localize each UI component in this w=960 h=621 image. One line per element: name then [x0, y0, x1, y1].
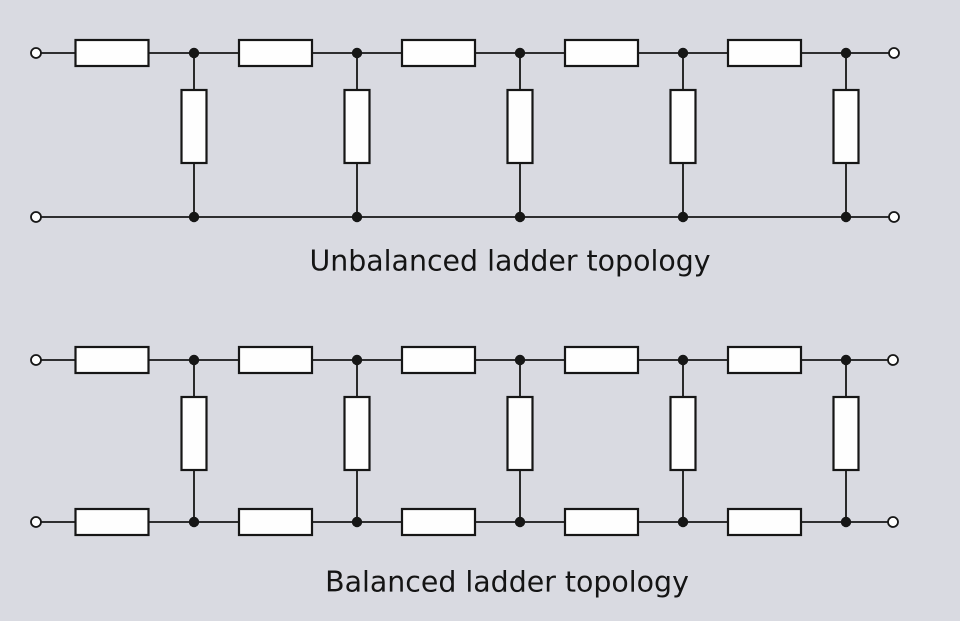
junction-dot [514, 47, 526, 59]
junction-dot [351, 47, 363, 59]
shunt-resistor [669, 88, 697, 165]
terminal-circle [30, 211, 42, 223]
junction-dot [351, 354, 363, 366]
series-resistor [237, 345, 314, 375]
junction-dot [677, 47, 689, 59]
shunt-resistor [343, 395, 371, 472]
series-resistor [400, 38, 477, 68]
shunt-resistor [669, 395, 697, 472]
junction-dot [840, 354, 852, 366]
terminal-circle [888, 47, 900, 59]
junction-dot [514, 211, 526, 223]
terminal-circle [887, 516, 899, 528]
series-resistor [74, 38, 150, 68]
junction-dot [351, 516, 363, 528]
series-resistor [74, 507, 150, 537]
series-resistor [237, 507, 314, 537]
series-resistor [400, 507, 477, 537]
series-resistor [563, 38, 640, 68]
terminal-circle [30, 47, 42, 59]
terminal-circle [30, 516, 42, 528]
shunt-resistor [343, 88, 371, 165]
series-resistor [400, 345, 477, 375]
terminal-circle [888, 211, 900, 223]
junction-dot [188, 211, 200, 223]
junction-dot [514, 354, 526, 366]
series-resistor [563, 345, 640, 375]
junction-dot [514, 516, 526, 528]
caption-unbalanced-ladder: Unbalanced ladder topology [309, 243, 711, 277]
junction-dot [188, 47, 200, 59]
junction-dot [677, 516, 689, 528]
junction-dot [840, 47, 852, 59]
junction-dot [677, 354, 689, 366]
terminal-circle [887, 354, 899, 366]
balanced-ladder-circuit [30, 345, 899, 537]
shunt-resistor [832, 88, 860, 165]
series-resistor [726, 507, 803, 537]
junction-dot [840, 211, 852, 223]
caption-balanced-ladder: Balanced ladder topology [325, 564, 689, 598]
shunt-resistor [832, 395, 860, 472]
terminal-circle [30, 354, 42, 366]
shunt-resistor [180, 88, 208, 165]
junction-dot [677, 211, 689, 223]
series-resistor [726, 345, 803, 375]
junction-dot [188, 354, 200, 366]
junction-dot [351, 211, 363, 223]
series-resistor [237, 38, 314, 68]
shunt-resistor [180, 395, 208, 472]
unbalanced-ladder-circuit [30, 38, 900, 223]
junction-dot [840, 516, 852, 528]
series-resistor [74, 345, 150, 375]
shunt-resistor [506, 88, 534, 165]
junction-dot [188, 516, 200, 528]
series-resistor [563, 507, 640, 537]
shunt-resistor [506, 395, 534, 472]
series-resistor [726, 38, 803, 68]
